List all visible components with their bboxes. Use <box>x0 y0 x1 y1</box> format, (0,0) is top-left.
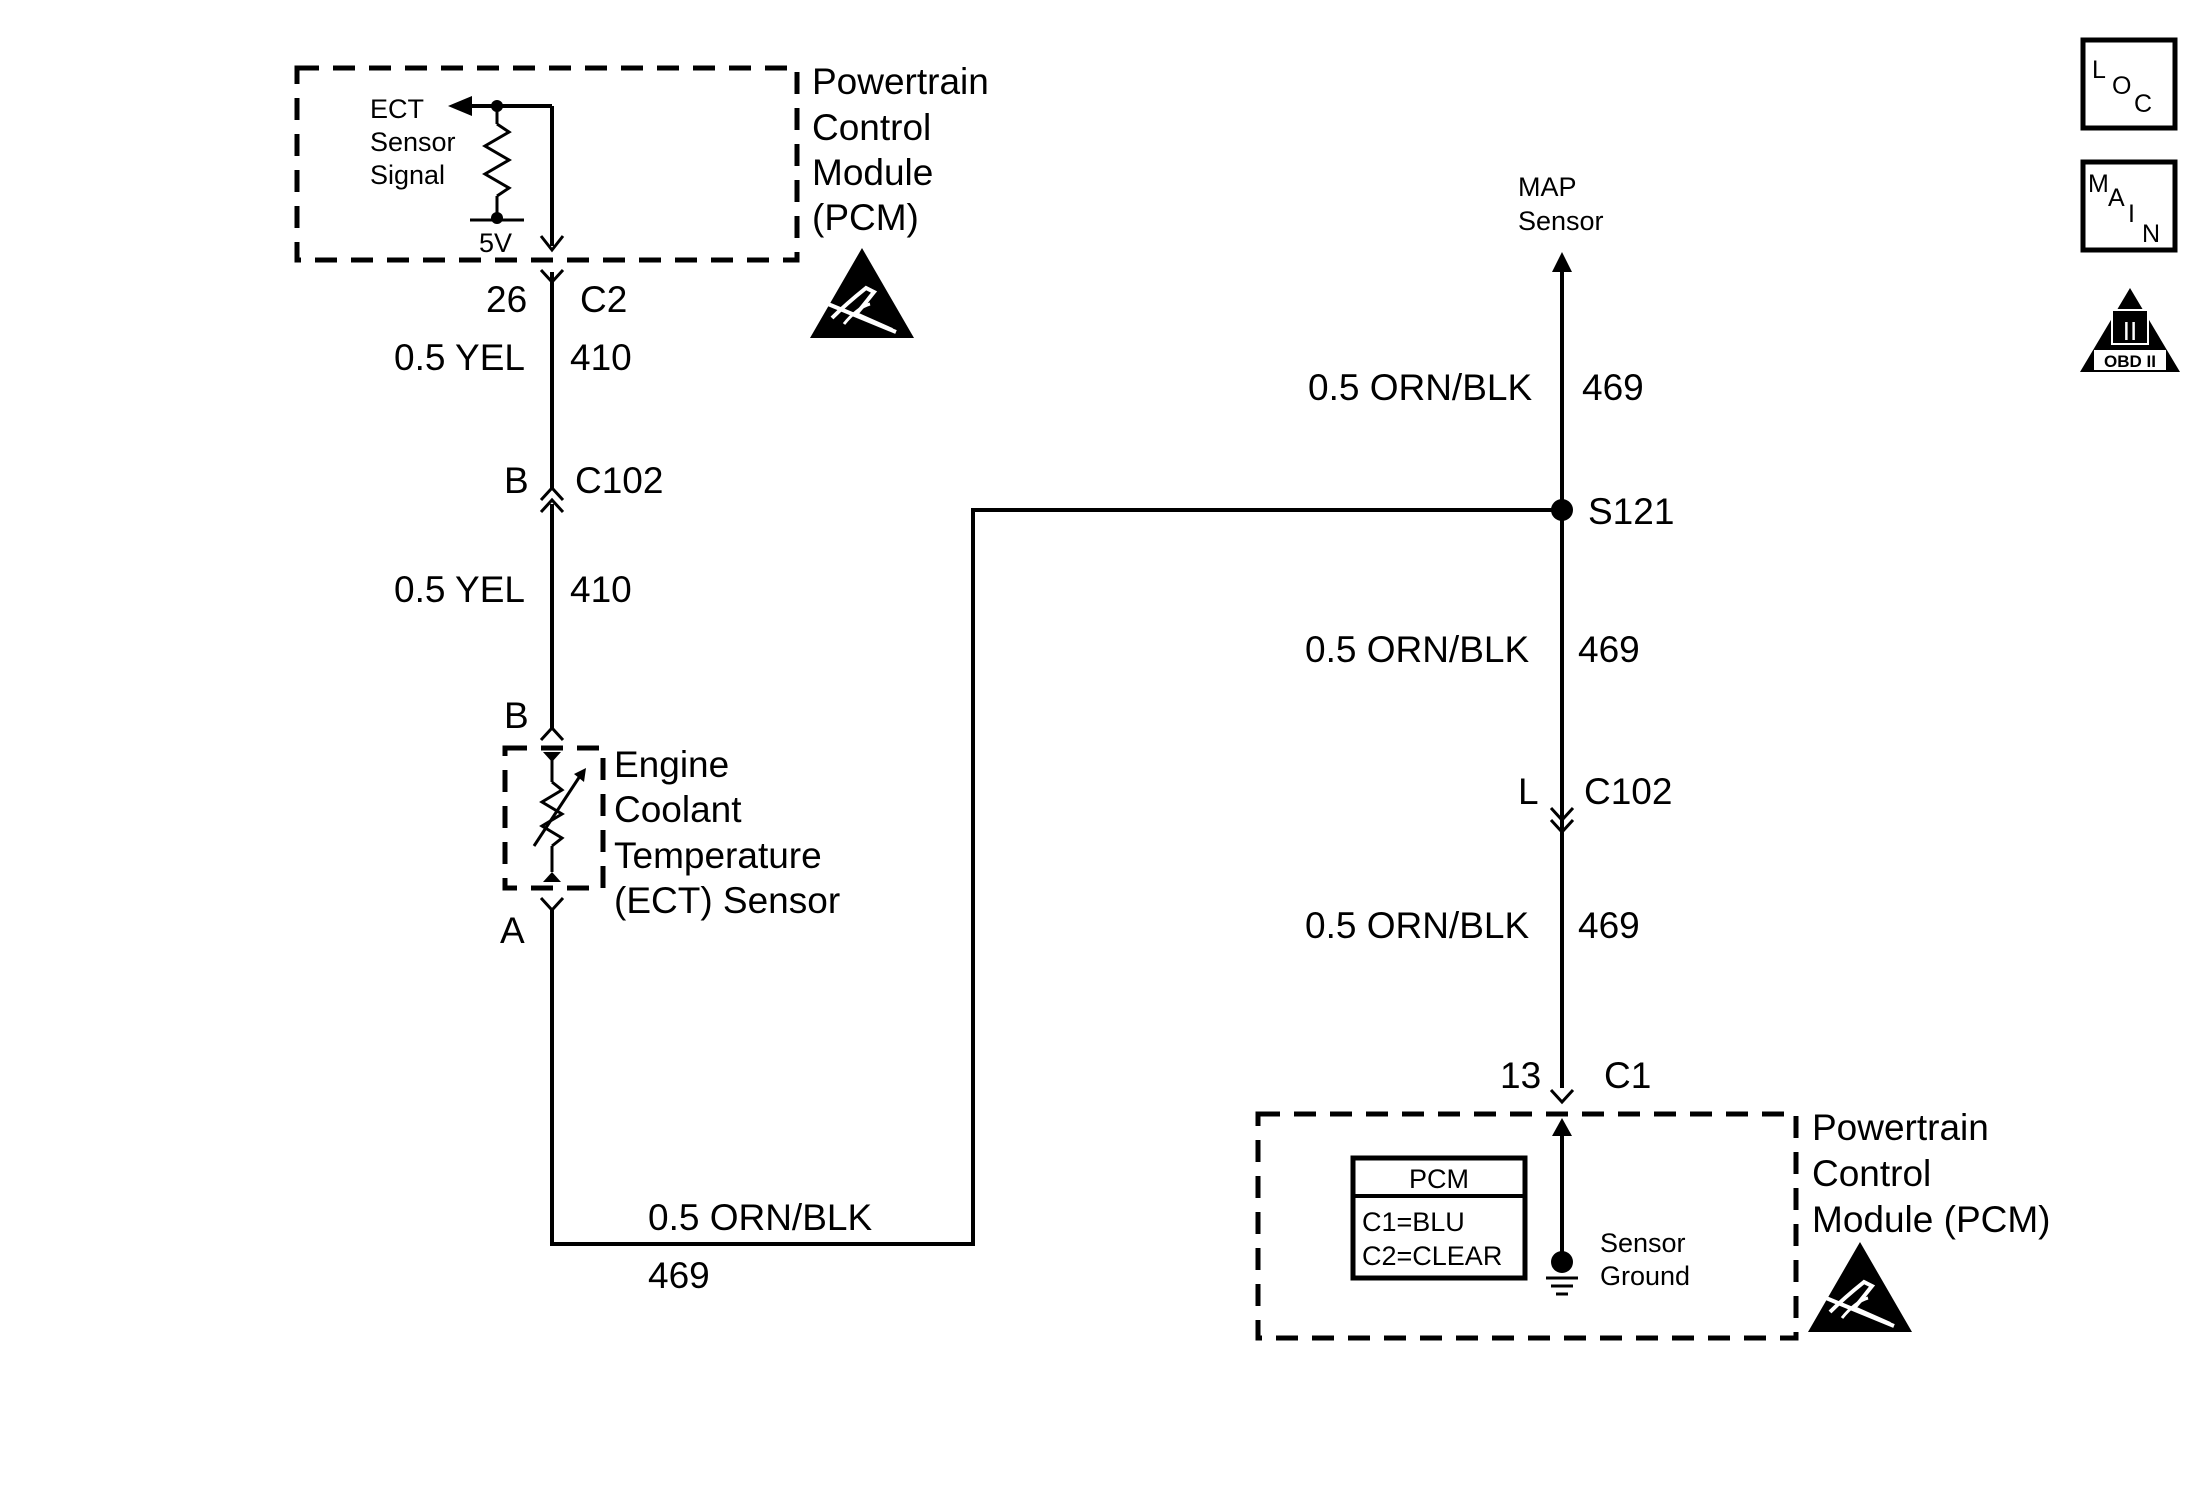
svg-text:L: L <box>2092 56 2106 84</box>
ground-return-wire <box>550 508 1562 1246</box>
esd-warning-icon <box>808 246 916 340</box>
bottom-pcm-boundary <box>1255 1111 1799 1341</box>
c102-left-pin: B <box>504 460 529 501</box>
svg-text:M: M <box>2088 170 2109 198</box>
c2-connector-label: C2 <box>580 279 627 320</box>
connector-color-legend: PCM C1=BLU C2=CLEAR <box>1350 1155 1528 1281</box>
c102-right-pin: L <box>1518 771 1539 812</box>
ect-sensor-name: Engine Coolant Temperature (ECT) Sensor <box>614 744 840 921</box>
top-pcm-module: Powertrain Control Module (PCM) ECT Sens… <box>294 61 999 340</box>
sensor-ground-label: Sensor Ground <box>1600 1228 1693 1291</box>
low-wire-circuit: 469 <box>1578 905 1640 946</box>
mid-wire-color: 0.5 ORN/BLK <box>1305 629 1529 670</box>
c102-right-connector: L C102 <box>1518 771 1672 835</box>
c2-pin-label: 26 <box>486 279 527 320</box>
splice-label: S121 <box>1588 491 1674 532</box>
map-arrow-icon <box>1552 252 1572 272</box>
ect-upper-wire-color: 0.5 YEL <box>394 337 525 378</box>
c1-connector-label: C1 <box>1604 1055 1651 1096</box>
signal-arrow-icon <box>448 96 472 116</box>
top-pcm-title: Powertrain Control Module (PCM) <box>812 61 999 238</box>
c102-left-connector: B C102 <box>504 460 663 514</box>
c1-connector-icon <box>1549 1088 1575 1105</box>
ect-lower-wire-circuit: 410 <box>570 569 632 610</box>
bottom-pcm-title: Powertrain Control Module (PCM) <box>1812 1107 2051 1240</box>
esd-warning-icon <box>1806 1240 1914 1334</box>
ect-sensor-boundary <box>502 745 606 891</box>
ect-pin-b: B <box>504 695 529 736</box>
bottom-pcm-module: 13 C1 Sensor Ground PCM C1=BLU C2=CLEAR … <box>1255 1055 2051 1341</box>
legend-row-c1: C1=BLU <box>1362 1207 1465 1237</box>
svg-text:II: II <box>2123 316 2137 346</box>
map-wire-circuit: 469 <box>1582 367 1644 408</box>
ect-sensor-signal-label: ECT Sensor Signal <box>370 94 463 190</box>
bottom-wire-circuit: 469 <box>648 1255 710 1296</box>
bottom-wire-color: 0.5 ORN/BLK <box>648 1197 872 1238</box>
svg-text:C: C <box>2134 90 2152 118</box>
pullup-resistor-icon <box>470 106 524 224</box>
voltage-5v-label: 5V <box>479 228 512 258</box>
svg-text:OBD II: OBD II <box>2104 352 2156 371</box>
ect-sensor: B A Engine Coolant Temperature (ECT) Sen… <box>500 695 840 951</box>
map-wire-color: 0.5 ORN/BLK <box>1308 367 1532 408</box>
thermistor-icon <box>532 752 586 882</box>
low-wire-color: 0.5 ORN/BLK <box>1305 905 1529 946</box>
loc-icon[interactable]: L O C <box>2080 37 2178 131</box>
map-sensor-label: MAP Sensor <box>1518 172 1604 236</box>
legend-header: PCM <box>1409 1164 1469 1194</box>
svg-text:I: I <box>2128 200 2135 228</box>
mid-wire-circuit: 469 <box>1578 629 1640 670</box>
c1-pin-label: 13 <box>1500 1055 1541 1096</box>
ect-pin-a: A <box>500 910 525 951</box>
obd-ii-icon[interactable]: II OBD II <box>2080 288 2180 372</box>
svg-text:N: N <box>2142 220 2160 248</box>
ect-lower-wire-color: 0.5 YEL <box>394 569 525 610</box>
ground-symbol-icon <box>1546 1251 1578 1296</box>
top-pcm-boundary <box>294 65 800 263</box>
splice-s121-icon <box>1551 499 1573 521</box>
c102-left-label: C102 <box>575 460 663 501</box>
svg-text:O: O <box>2112 72 2131 100</box>
c102-right-label: C102 <box>1584 771 1672 812</box>
ect-upper-wire-circuit: 410 <box>570 337 632 378</box>
svg-text:A: A <box>2108 184 2125 212</box>
legend-row-c2: C2=CLEAR <box>1362 1241 1502 1271</box>
main-icon[interactable]: M A I N <box>2080 159 2178 253</box>
